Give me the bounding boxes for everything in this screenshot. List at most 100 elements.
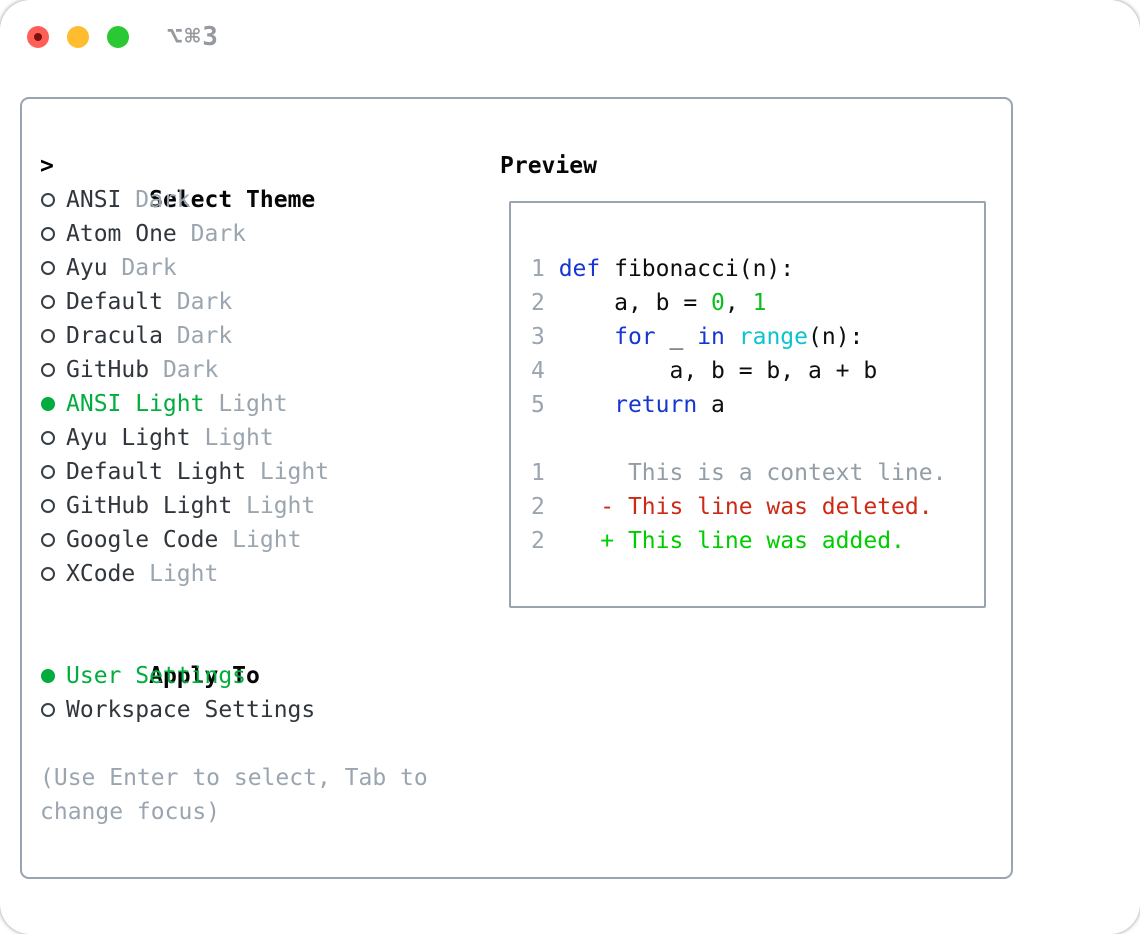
theme-option-default[interactable]: Default Dark [40, 285, 428, 319]
code-token [559, 324, 614, 350]
code-line: 3 for _ in range(n): [531, 320, 946, 354]
code-token: a [697, 392, 725, 418]
option-label: Default Light [66, 459, 247, 485]
option-label: XCode [66, 561, 136, 587]
code-token: range [738, 324, 808, 350]
radio-icon [41, 533, 55, 547]
line-number: 2 [531, 494, 559, 520]
theme-option-google-code[interactable]: Google Code Light [40, 523, 428, 557]
option-variant-tag: Light [190, 425, 274, 451]
code-token: This is a context line. [558, 460, 947, 486]
theme-option-ayu[interactable]: Ayu Dark [40, 251, 428, 285]
line-number: 2 [531, 528, 559, 554]
close-button[interactable] [27, 26, 49, 48]
code-token: for [614, 324, 656, 350]
select-theme-header-label: Select Theme [149, 187, 316, 213]
code-token: fibonacci(n): [600, 256, 795, 282]
theme-option-xcode[interactable]: XCode Light [40, 557, 428, 591]
code-token: 1 [752, 290, 767, 316]
line-number: 4 [531, 358, 559, 384]
apply-to-header-label: Apply To [149, 663, 260, 689]
line-number: 2 [531, 290, 559, 316]
code-token: (n): [808, 324, 864, 350]
option-label: Default [66, 289, 163, 315]
radio-icon [41, 295, 55, 309]
option-variant-tag: Light [204, 391, 288, 417]
option-label: Workspace Settings [66, 697, 316, 723]
code-token: def [558, 256, 601, 282]
line-number: 1 [531, 256, 559, 282]
theme-option-ansi[interactable]: ANSI Dark [40, 183, 428, 217]
theme-option-ansi-light[interactable]: ANSI Light Light [40, 387, 428, 421]
radio-icon [41, 567, 55, 581]
focus-chevron-icon: > [40, 153, 54, 179]
apply-to-header: Apply To [40, 625, 428, 689]
option-variant-tag: Dark [107, 255, 177, 281]
zoom-button[interactable] [107, 26, 129, 48]
spacer [40, 591, 428, 625]
option-label: ANSI [66, 187, 122, 213]
preview-header: Preview [500, 153, 597, 179]
radio-icon [41, 261, 55, 275]
code-token: a, b = [558, 290, 712, 316]
code-token: , [724, 290, 753, 316]
code-token: - This line was deleted. [558, 494, 933, 520]
theme-option-github-light[interactable]: GitHub Light Light [40, 489, 428, 523]
line-number: 5 [531, 392, 559, 418]
option-variant-tag: Light [246, 459, 330, 485]
option-variant-tag: Light [135, 561, 219, 587]
radio-icon [41, 703, 55, 717]
theme-option-github[interactable]: GitHub Dark [40, 353, 428, 387]
code-line: 2 - This line was deleted. [531, 490, 946, 524]
radio-selected-icon [41, 669, 55, 683]
option-variant-tag: Dark [149, 357, 219, 383]
code-token: in [697, 324, 725, 350]
radio-icon [41, 363, 55, 377]
theme-option-ayu-light[interactable]: Ayu Light Light [40, 421, 428, 455]
spacer [40, 727, 428, 761]
theme-option-dracula[interactable]: Dracula Dark [40, 319, 428, 353]
radio-icon [41, 227, 55, 241]
code-line: 2 a, b = 0, 1 [531, 286, 946, 320]
option-variant-tag: Dark [162, 323, 233, 349]
option-label: Atom One [66, 221, 177, 247]
line-number: 3 [531, 324, 559, 350]
radio-icon [41, 431, 55, 445]
help-text-line-2: change focus) [40, 799, 221, 825]
option-label: Ayu [66, 255, 108, 281]
help-text-line-1: (Use Enter to select, Tab to [40, 765, 428, 791]
code-line: 2 + This line was added. [531, 524, 946, 558]
radio-icon [41, 499, 55, 513]
apply-option-workspace-settings[interactable]: Workspace Settings [40, 693, 428, 727]
option-label: Ayu Light [66, 425, 191, 451]
theme-option-atom-one[interactable]: Atom One Dark [40, 217, 428, 251]
code-token [725, 324, 739, 350]
option-variant-tag: Light [218, 527, 302, 553]
code-token [559, 392, 614, 418]
code-token: _ [655, 324, 698, 350]
select-theme-header: > Select Theme [40, 149, 428, 213]
radio-icon [41, 329, 55, 343]
apply-option-user-settings[interactable]: User Settings [40, 659, 428, 693]
code-line [531, 422, 946, 456]
option-label: Dracula [66, 323, 163, 349]
window-title: ⌥⌘3 [167, 22, 220, 52]
minimize-button[interactable] [67, 26, 89, 48]
code-line: 1 def fibonacci(n): [531, 252, 946, 286]
line-number: 1 [531, 460, 559, 486]
option-variant-tag: Dark [162, 289, 233, 315]
radio-icon [41, 465, 55, 479]
option-label: User Settings [66, 663, 247, 689]
radio-icon [41, 193, 55, 207]
code-line: 1 This is a context line. [531, 456, 946, 490]
theme-picker-panel [20, 97, 1013, 879]
code-token: a, b = b, a + b [558, 358, 878, 384]
option-label: Google Code [66, 527, 219, 553]
code-line: 5 return a [531, 388, 946, 422]
option-variant-tag: Dark [176, 221, 247, 247]
theme-option-default-light[interactable]: Default Light Light [40, 455, 428, 489]
